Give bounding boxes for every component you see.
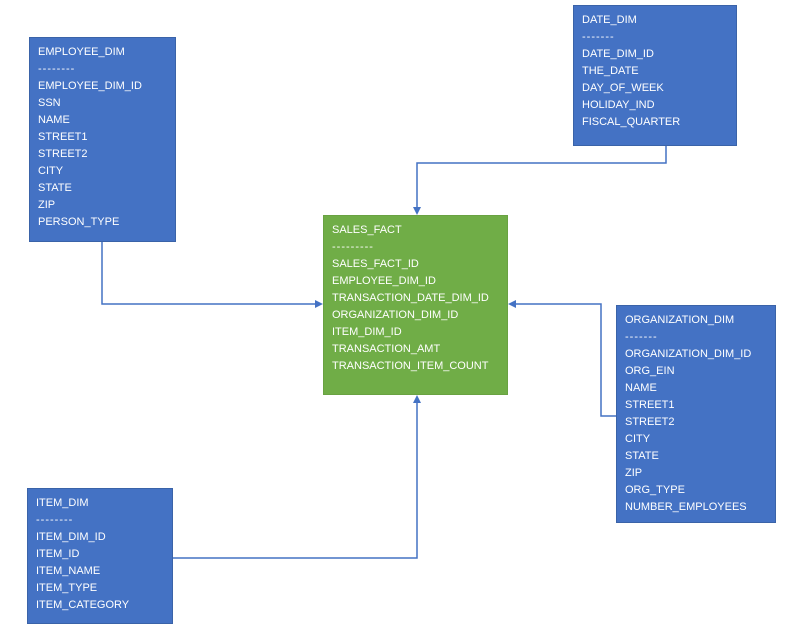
field-row: ZIP [625, 467, 643, 479]
field-row: ITEM_TYPE [36, 582, 98, 594]
field-row: ZIP [38, 199, 56, 211]
field-row: FISCAL_QUARTER [582, 116, 681, 128]
field-row: ORG_EIN [625, 365, 675, 377]
table-title: EMPLOYEE_DIM [38, 46, 125, 58]
connector-org-to-sales[interactable] [508, 300, 616, 417]
table-fields: DATE_DIM_ID THE_DATE DAY_OF_WEEK HOLIDAY_IN… [582, 46, 728, 131]
field-row: SALES_FACT_ID [332, 258, 419, 270]
table-divider: -------- [36, 514, 74, 526]
field-row: STREET2 [625, 416, 675, 428]
table-employee-dim[interactable]: EMPLOYEE_DIM -------- EMPLOYEE_DIM_ID SSN… [29, 37, 176, 242]
field-row: TRANSACTION_ITEM_COUNT [332, 360, 489, 372]
field-row: STREET2 [38, 148, 88, 160]
field-row: ITEM_NAME [36, 565, 101, 577]
field-row: DATE_DIM_ID [582, 48, 654, 60]
table-divider: ------- [582, 31, 615, 43]
field-row: ITEM_ID [36, 548, 80, 560]
field-row: TRANSACTION_AMT [332, 343, 441, 355]
field-row: STATE [625, 450, 659, 462]
field-row: ORGANIZATION_DIM_ID [332, 309, 459, 321]
table-title: SALES_FACT [332, 224, 402, 236]
table-divider: -------- [38, 63, 76, 75]
table-divider: ------- [625, 331, 658, 343]
field-row: EMPLOYEE_DIM_ID [332, 275, 436, 287]
field-row: NAME [625, 382, 657, 394]
field-row: CITY [38, 165, 64, 177]
field-row: STATE [38, 182, 72, 194]
field-row: NUMBER_EMPLOYEES [625, 501, 747, 513]
field-row: EMPLOYEE_DIM_ID [38, 80, 142, 92]
field-row: STREET1 [625, 399, 675, 411]
field-row: ITEM_DIM_ID [36, 531, 106, 543]
connector-date-to-sales[interactable] [413, 146, 667, 215]
field-row: CITY [625, 433, 651, 445]
field-row: THE_DATE [582, 65, 639, 77]
table-fields: ITEM_DIM_ID ITEM_ID ITEM_NAME ITEM_TYPE ITEM… [36, 529, 164, 614]
field-row: TRANSACTION_DATE_DIM_ID [332, 292, 489, 304]
table-title: DATE_DIM [582, 14, 637, 26]
table-sales-fact[interactable]: SALES_FACT --------- SALES_FACT_ID EMPLOY… [323, 215, 508, 395]
field-row: SSN [38, 97, 61, 109]
table-date-dim[interactable]: DATE_DIM ------- DATE_DIM_ID THE_DATE DAY_… [573, 5, 737, 146]
field-row: ITEM_DIM_ID [332, 326, 402, 338]
field-row: PERSON_TYPE [38, 216, 120, 228]
field-row: ORGANIZATION_DIM_ID [625, 348, 752, 360]
table-title: ORGANIZATION_DIM [625, 314, 735, 326]
table-divider: --------- [332, 241, 374, 253]
table-organization-dim[interactable]: ORGANIZATION_DIM ------- ORGANIZATION_DI… [616, 305, 776, 523]
field-row: STREET1 [38, 131, 88, 143]
field-row: ORG_TYPE [625, 484, 685, 496]
table-fields: SALES_FACT_ID EMPLOYEE_DIM_ID TRANSACTION_… [332, 256, 499, 375]
field-row: HOLIDAY_IND [582, 99, 655, 111]
connector-item-to-sales[interactable] [173, 395, 421, 559]
field-row: DAY_OF_WEEK [582, 82, 664, 94]
field-row: ITEM_CATEGORY [36, 599, 130, 611]
field-row: NAME [38, 114, 70, 126]
connector-employee-to-sales[interactable] [101, 242, 323, 308]
table-title: ITEM_DIM [36, 497, 89, 509]
